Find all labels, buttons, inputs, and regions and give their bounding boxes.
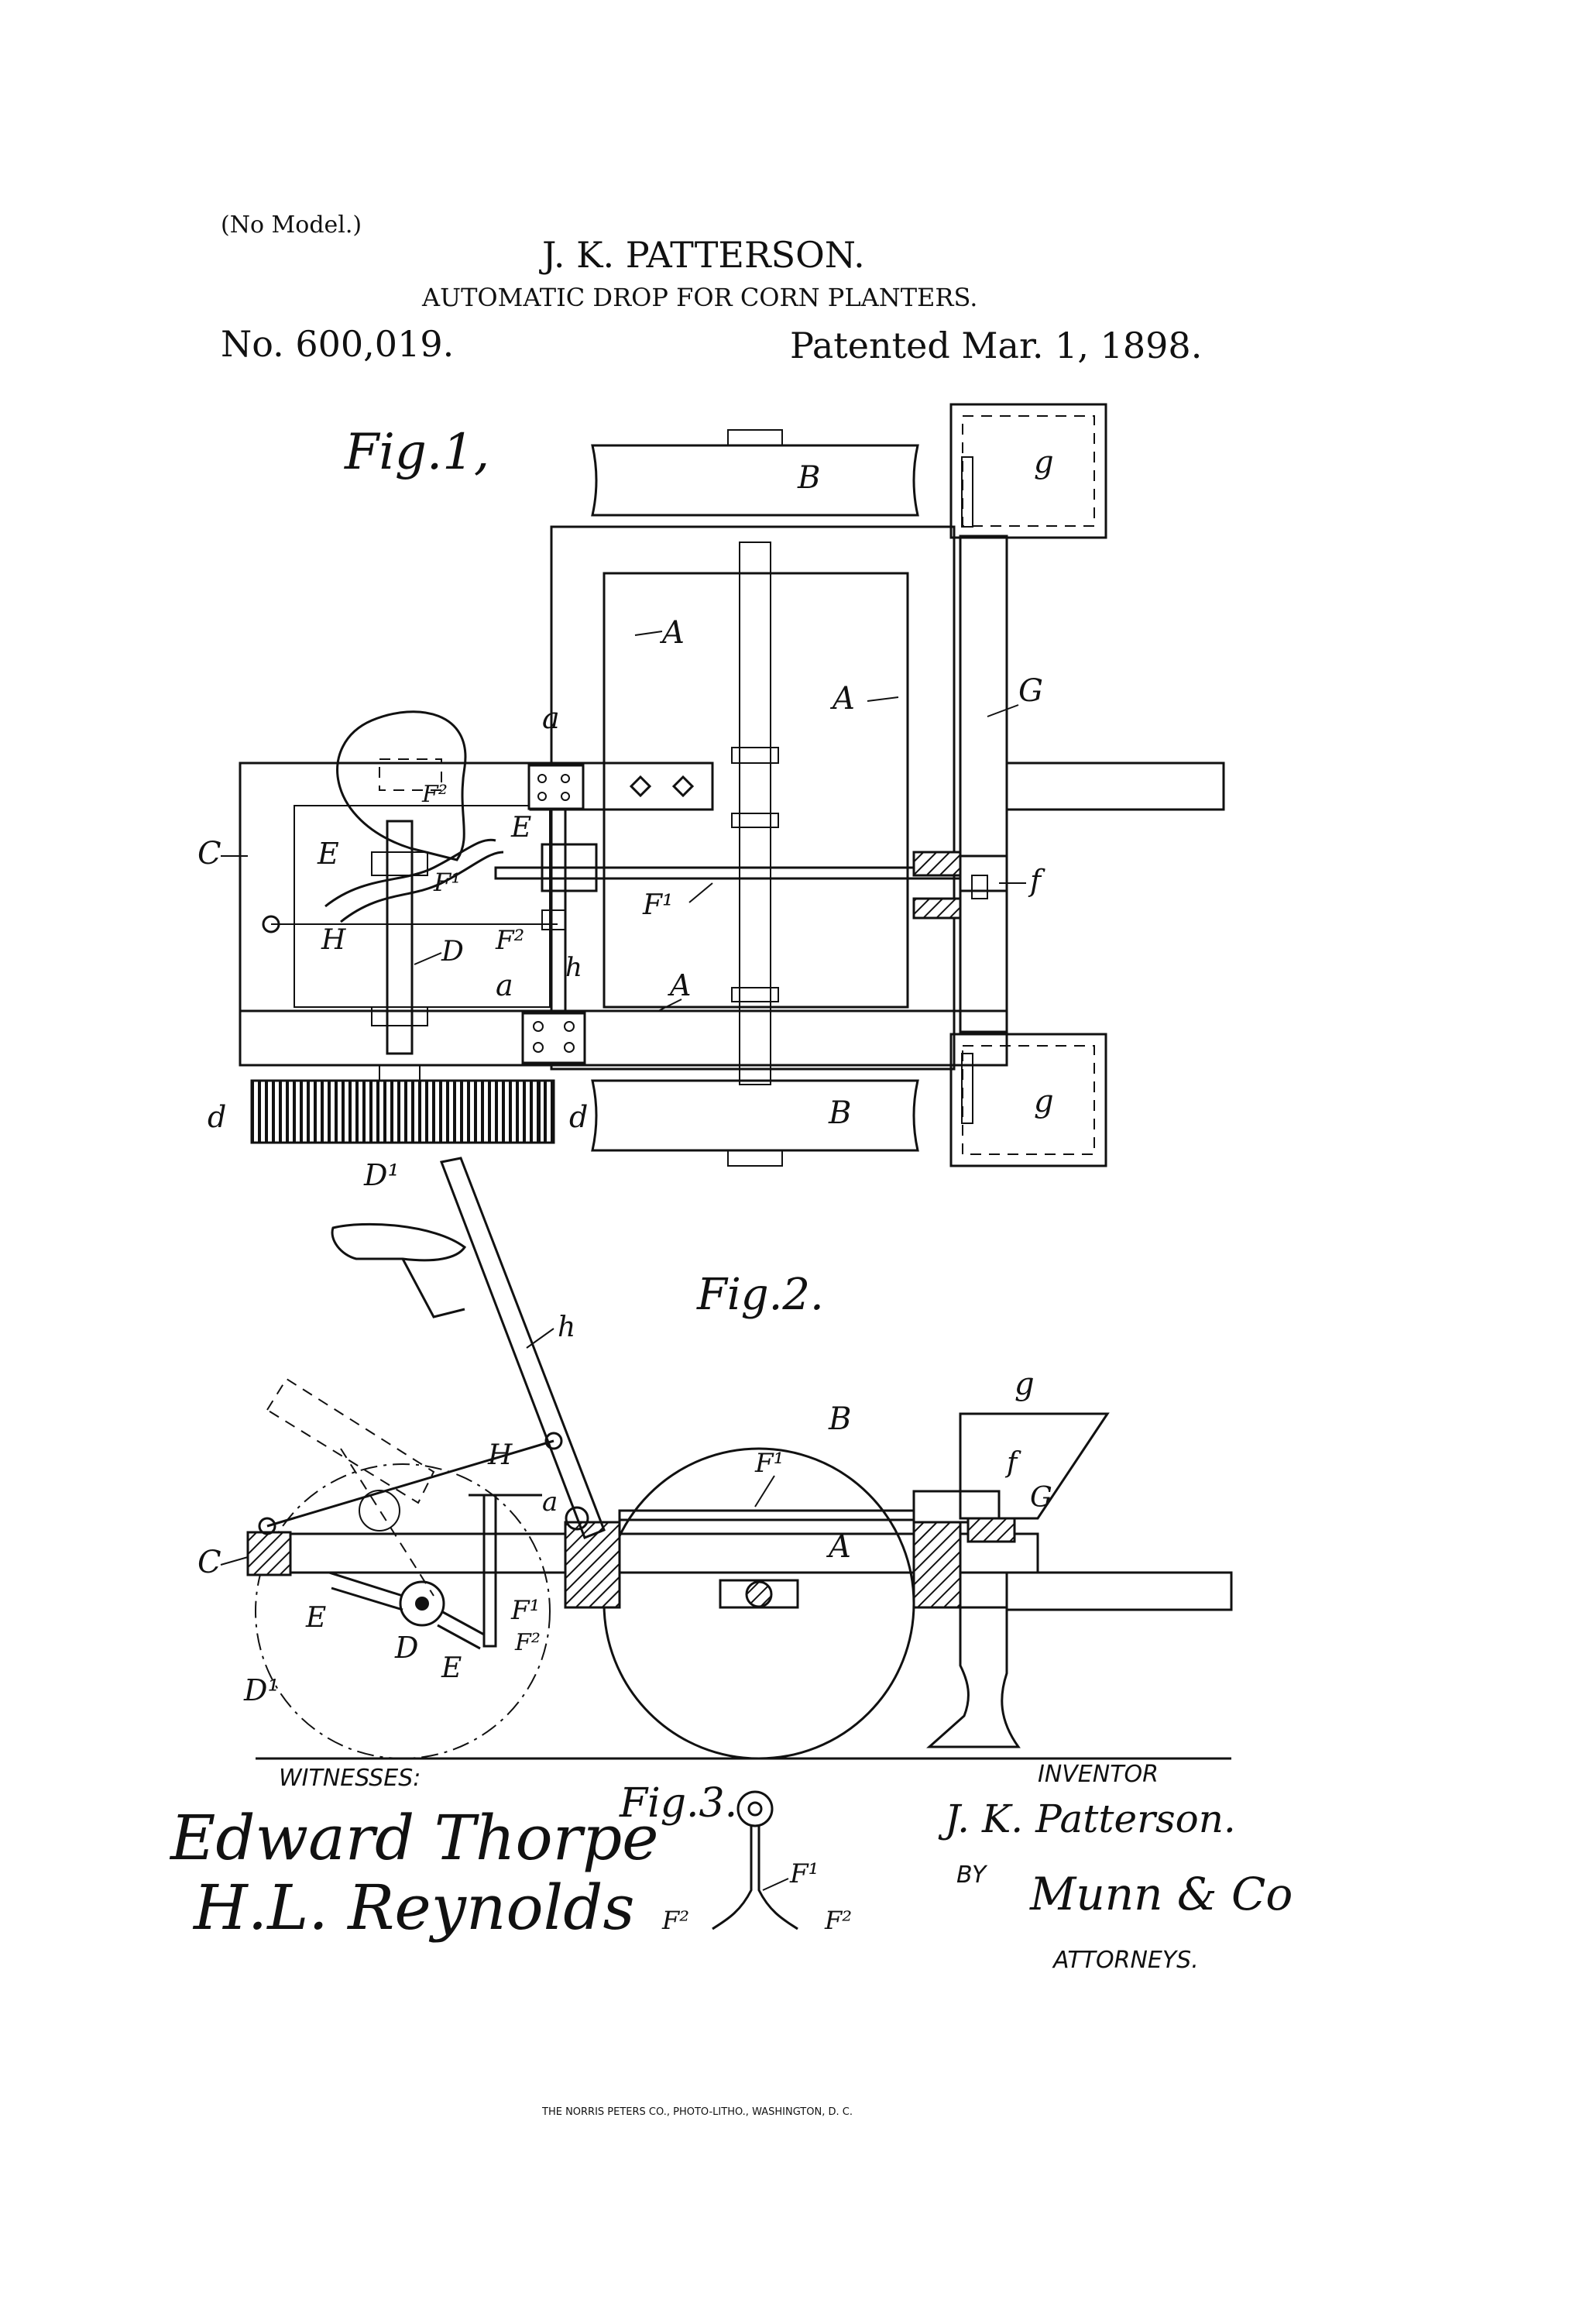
svg-text:F¹: F¹ xyxy=(642,889,673,921)
fig2-rod-h xyxy=(266,1439,554,1528)
patent-number: No. 600,019. xyxy=(221,323,454,365)
attorneys-label: ATTORNEYS. xyxy=(1052,1947,1199,1974)
fig2-furrow-opener xyxy=(926,1606,1021,1748)
svg-text:A: A xyxy=(668,968,691,1002)
svg-text:A: A xyxy=(826,1529,851,1565)
svg-text:g: g xyxy=(1034,1084,1054,1119)
fig1-bar-g xyxy=(959,535,1008,1033)
fig3-eye xyxy=(736,1790,774,1827)
fig2-tongue xyxy=(1005,1571,1233,1611)
svg-text:D: D xyxy=(394,1631,418,1665)
printer-imprint: THE NORRIS PETERS CO., PHOTO-LITHO., WAS… xyxy=(541,2106,853,2118)
fig1-seat-frame-c xyxy=(239,761,567,1067)
patent-title: AUTOMATIC DROP FOR CORN PLANTERS. xyxy=(421,283,977,312)
svg-text:F²: F² xyxy=(514,1629,541,1656)
fig2-caption: Fig.2. xyxy=(696,1270,824,1320)
svg-text:E: E xyxy=(441,1652,462,1684)
figure-3-detail: Fig.3. F¹ F² F² xyxy=(619,1780,852,1935)
svg-text:H: H xyxy=(487,1439,513,1471)
patent-header: (No Model.) J. K. PATTERSON. AUTOMATIC D… xyxy=(221,211,1202,366)
svg-text:B: B xyxy=(797,460,820,496)
witness-1-signature: Edward Thorpe xyxy=(169,1802,659,1874)
svg-text:g: g xyxy=(1015,1367,1035,1402)
fig3-labels: F¹ F² F² xyxy=(661,1858,852,1935)
fig1-tongue xyxy=(1005,761,1225,811)
svg-text:H: H xyxy=(321,924,346,956)
figure-1-plan-view: Fig.1, xyxy=(197,403,1225,1192)
svg-text:g: g xyxy=(1034,445,1054,480)
figure-2-side-view: Fig.2. xyxy=(197,1157,1233,1760)
fig1-lever-e xyxy=(324,838,496,908)
svg-text:G: G xyxy=(1018,673,1043,709)
svg-text:G: G xyxy=(1030,1482,1052,1514)
by-label: BY xyxy=(956,1862,988,1889)
svg-text:A: A xyxy=(829,681,855,717)
fig1-wheel-bottom xyxy=(591,1079,919,1152)
fig2-lever-h xyxy=(439,1157,606,1539)
svg-text:D¹: D¹ xyxy=(363,1158,400,1192)
attorney-signature: Munn & Co xyxy=(1029,1868,1293,1920)
model-note: (No Model.) xyxy=(221,211,362,239)
witnesses-label: WITNESSES: xyxy=(279,1765,421,1792)
svg-text:F¹: F¹ xyxy=(510,1595,540,1626)
fig2-labels: h g B H F¹ f G a C A E F¹ F² D E D¹ xyxy=(197,1312,1052,1707)
fig1-drive-wheel-d1 xyxy=(250,1079,555,1144)
svg-text:D¹: D¹ xyxy=(243,1673,280,1707)
fig2-hopper-g xyxy=(959,1412,1110,1520)
svg-text:F²: F² xyxy=(661,1906,689,1935)
fig1-cross-bar-bottom xyxy=(239,1009,1008,1067)
witness-2-signature: H.L. Reynolds xyxy=(192,1872,635,1944)
fig2-shaft-d xyxy=(399,1580,445,1627)
fig2-wheel-d1 xyxy=(255,1463,551,1759)
fig1-seat xyxy=(336,710,467,861)
fig1-caption: Fig.1, xyxy=(344,424,489,481)
svg-text:F²: F² xyxy=(421,781,448,808)
inventor-name: J. K. PATTERSON. xyxy=(539,234,865,276)
svg-text:E: E xyxy=(317,837,339,871)
fig2-drop-arm-f1 xyxy=(482,1494,497,1648)
patent-date: Patented Mar. 1, 1898. xyxy=(790,325,1202,366)
svg-text:F¹: F¹ xyxy=(433,868,461,897)
fig1-shaft-d xyxy=(386,820,414,1055)
inventor-label: INVENTOR xyxy=(1038,1761,1159,1788)
fig1-frame-inner xyxy=(603,572,909,1009)
svg-text:h: h xyxy=(565,952,582,983)
svg-text:E: E xyxy=(305,1602,326,1634)
svg-text:A: A xyxy=(659,615,685,651)
svg-text:C: C xyxy=(197,836,221,871)
fig1-hopper-top xyxy=(949,403,1107,539)
svg-text:E: E xyxy=(510,812,531,844)
svg-text:f: f xyxy=(1004,1447,1021,1479)
svg-text:d: d xyxy=(569,1100,588,1134)
fig1-labels: B g A A G a C F² E E F¹ F² F¹ f H D h a … xyxy=(197,445,1054,1192)
fig1-hopper-bottom xyxy=(949,1033,1107,1167)
svg-text:B: B xyxy=(828,1401,851,1437)
svg-text:f: f xyxy=(1028,864,1045,898)
fig2-rod-f1 xyxy=(618,1509,915,1521)
svg-text:a: a xyxy=(542,1487,558,1518)
svg-text:F²: F² xyxy=(495,925,524,956)
signature-block: WITNESSES: Edward Thorpe H.L. Reynolds I… xyxy=(169,1761,1293,1974)
fig2-lever-e xyxy=(328,1571,403,1611)
svg-text:F¹: F¹ xyxy=(754,1448,784,1479)
inventor-signature: J. K. Patterson. xyxy=(938,1796,1236,1841)
svg-text:a: a xyxy=(496,968,513,1002)
svg-text:a: a xyxy=(542,701,560,735)
fig3-fork xyxy=(712,1826,798,1930)
svg-text:B: B xyxy=(828,1095,851,1131)
svg-text:h: h xyxy=(558,1312,575,1343)
svg-text:F²: F² xyxy=(824,1906,852,1935)
svg-text:C: C xyxy=(197,1545,221,1580)
fig2-seat xyxy=(331,1222,467,1262)
fig2-beam-section-c xyxy=(246,1531,292,1576)
svg-text:D: D xyxy=(441,936,464,968)
fig1-hub-top xyxy=(727,429,783,446)
fig3-caption: Fig.3. xyxy=(619,1780,737,1827)
svg-text:d: d xyxy=(208,1100,226,1134)
fig1-wheel-top xyxy=(591,444,919,517)
svg-text:F¹: F¹ xyxy=(789,1858,819,1889)
